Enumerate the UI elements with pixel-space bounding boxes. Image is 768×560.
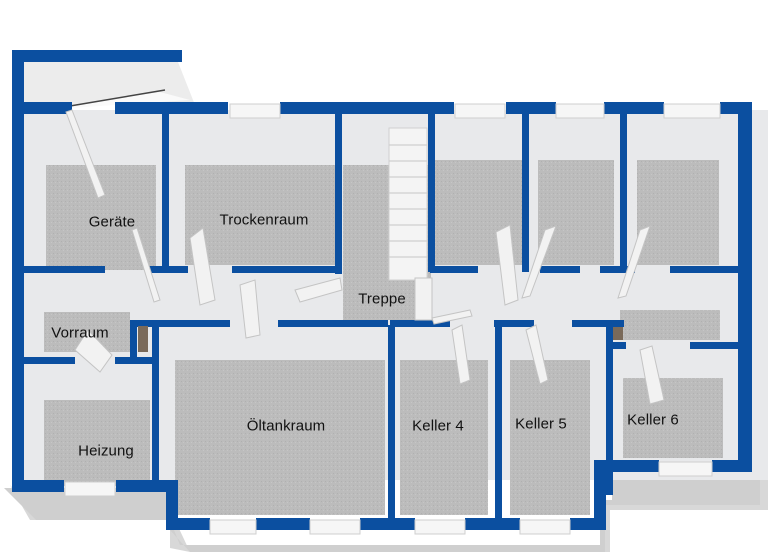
walls <box>12 50 752 530</box>
room-label-vorraum: Vorraum <box>51 324 109 342</box>
room-label-trockenraum: Trockenraum <box>219 211 309 229</box>
room-label-treppe: Treppe <box>358 290 406 308</box>
room-label-geraete: Geräte <box>88 213 136 231</box>
room-label-keller-4: Keller 4 <box>412 417 464 435</box>
staircase <box>388 127 428 281</box>
chimneys <box>138 326 623 352</box>
room-label-oeltankraum: Öltankraum <box>246 417 326 435</box>
doors <box>65 109 665 405</box>
windows <box>64 103 721 535</box>
room-label-heizung: Heizung <box>78 442 134 460</box>
room-label-keller-6: Keller 6 <box>627 411 679 429</box>
building-base <box>4 470 768 552</box>
stair-well-top-left <box>22 62 195 108</box>
room-label-keller-5: Keller 5 <box>515 415 567 433</box>
